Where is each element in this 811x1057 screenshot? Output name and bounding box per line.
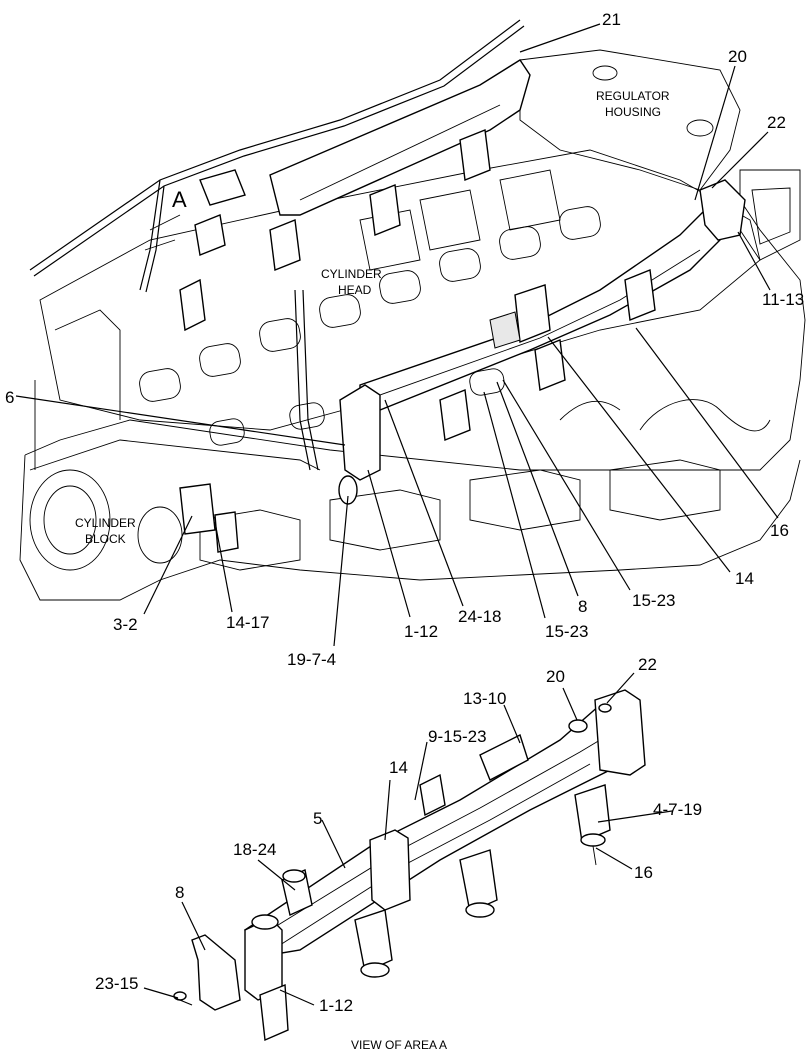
callout-6: 6 [5, 388, 14, 407]
view-caption: VIEW OF AREA A [351, 1038, 447, 1052]
cylinder-head-outline [39, 149, 761, 431]
callout-22-bottom: 22 [638, 655, 657, 674]
bracket-8-detail [191, 934, 241, 1011]
cylinder-block-label-line2: BLOCK [85, 532, 126, 546]
cylinder-block-label-line1: CYLINDER [75, 516, 136, 530]
lower-callouts: 20 22 13-10 9-15-23 14 4-7-19 5 16 18-24… [95, 655, 702, 1015]
regulator-housing-label-line2: HOUSING [605, 105, 661, 119]
upper-leader-lines [15, 23, 779, 647]
callout-16-bottom: 16 [634, 863, 653, 882]
regulator-housing-label-line1: REGULATOR [596, 89, 670, 103]
upper-injectors [179, 129, 656, 441]
callout-20-bottom: 20 [546, 667, 565, 686]
bracket-14-upper [514, 284, 551, 343]
bracket-plate-detail [369, 829, 411, 911]
callout-a: A [172, 187, 187, 212]
upper-callouts: 21 20 22 11-13 6 16 14 15-23 8 15-23 24-… [5, 10, 804, 669]
callout-16-top: 16 [770, 521, 789, 540]
callout-19-7-4: 19-7-4 [287, 650, 336, 669]
detail-injectors [354, 784, 611, 978]
cylinder-head-ports [139, 169, 601, 446]
end-flange-plate [594, 689, 646, 776]
callout-15-23-b: 15-23 [545, 622, 588, 641]
lower-leader-lines [143, 672, 673, 1006]
detail-view-area-a [173, 689, 646, 1042]
callout-23-15: 23-15 [95, 974, 138, 993]
callout-5: 5 [313, 809, 322, 828]
callout-14-17: 14-17 [226, 613, 269, 632]
fuel-line-tube [29, 19, 521, 271]
regulator-housing-outline [519, 49, 741, 191]
vertical-tube [294, 289, 319, 471]
callout-11-13: 11-13 [762, 290, 804, 309]
cylinder-head-label-line2: HEAD [338, 283, 372, 297]
callout-8-bottom: 8 [175, 883, 184, 902]
callout-8-top: 8 [578, 597, 587, 616]
callout-20-top: 20 [728, 47, 747, 66]
block-bracket [179, 483, 216, 535]
callout-3-2: 3-2 [113, 615, 138, 634]
callout-13-10: 13-10 [463, 689, 506, 708]
callout-15-23-a: 15-23 [632, 591, 675, 610]
callout-14-bottom: 14 [389, 758, 408, 777]
callout-9-15-23: 9-15-23 [428, 727, 487, 746]
callout-18-24: 18-24 [233, 840, 276, 859]
callout-1-12-bottom: 1-12 [319, 996, 353, 1015]
cylinder-block-outline [19, 199, 806, 601]
callout-4-7-19: 4-7-19 [653, 800, 702, 819]
end-fitting-left [339, 384, 381, 481]
area-a-fitting [144, 169, 246, 256]
callout-1-12-top: 1-12 [404, 622, 438, 641]
cylinder-head-label-line1: CYLINDER [321, 267, 382, 281]
callout-14-top: 14 [735, 569, 754, 588]
callout-22-top: 22 [767, 113, 786, 132]
engine-assembly-view: REGULATOR HOUSING CYLINDER HEAD CYLINDER… [19, 19, 806, 601]
cylinder-block-details [29, 309, 771, 571]
fuel-manifold-upper [269, 59, 531, 216]
callout-21: 21 [602, 10, 621, 29]
callout-24-18: 24-18 [458, 607, 501, 626]
